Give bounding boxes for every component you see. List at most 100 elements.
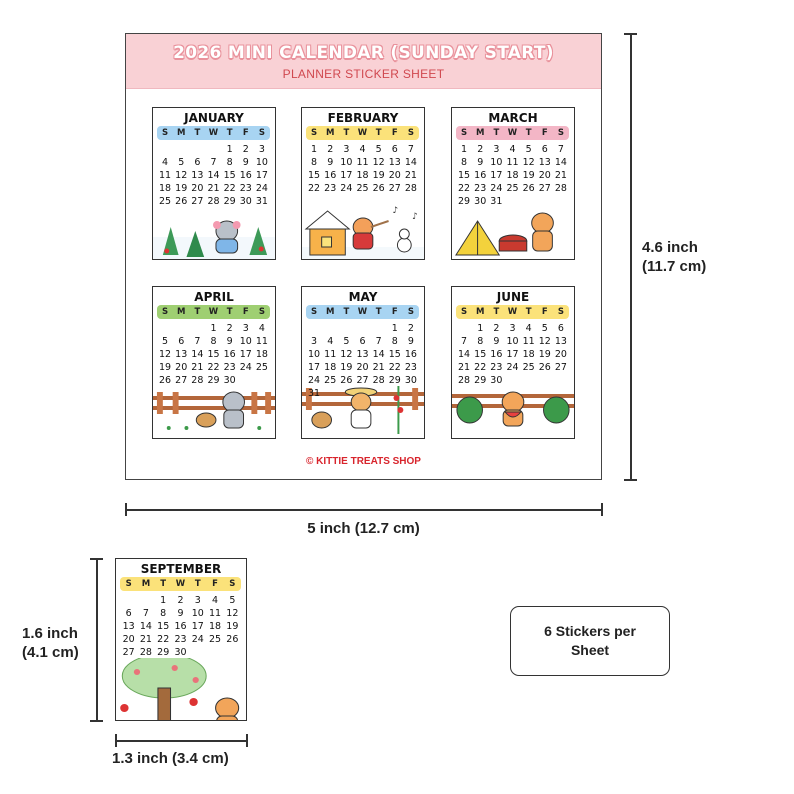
date-cell: 15 (157, 621, 170, 632)
date-cell: 13 (388, 157, 401, 168)
date-cell: 5 (178, 157, 185, 168)
empty-cell (173, 143, 189, 156)
weekday-label: S (229, 579, 236, 589)
date-cell: 14 (191, 349, 204, 360)
empty-cell (354, 322, 370, 335)
weekday-label: W (208, 307, 219, 317)
date-cell: 13 (356, 349, 369, 360)
date-cell: 28 (554, 183, 567, 194)
empty-cell (371, 322, 387, 335)
date-cell: 26 (522, 183, 535, 194)
date-cell: 16 (223, 349, 236, 360)
sticker-height-tick-top (90, 558, 103, 560)
apple-tree-cat-icon (120, 653, 240, 720)
date-cell: 15 (223, 170, 236, 181)
date-cell: 23 (490, 362, 503, 373)
date-cell: 27 (388, 183, 401, 194)
date-cell: 9 (226, 336, 233, 347)
date-cell: 14 (139, 621, 152, 632)
date-cell: 25 (522, 362, 535, 373)
date-cell: 10 (255, 157, 268, 168)
date-cell: 15 (388, 349, 401, 360)
date-cell: 26 (340, 375, 353, 386)
date-cell: 31 (308, 388, 321, 399)
date-cell: 25 (356, 183, 369, 194)
empty-cell (205, 143, 221, 156)
date-cell: 24 (340, 183, 353, 194)
date-cell: 19 (372, 170, 385, 181)
date-cell: 27 (538, 183, 551, 194)
date-cell: 12 (538, 336, 551, 347)
date-cell: 11 (324, 349, 337, 360)
date-cell: 14 (404, 157, 417, 168)
date-cell: 16 (239, 170, 252, 181)
date-cell: 24 (490, 183, 503, 194)
date-cell: 6 (359, 336, 366, 347)
weekday-label: T (194, 128, 201, 138)
date-cell: 19 (159, 362, 172, 373)
weekday-label: S (258, 307, 265, 317)
date-cell: 2 (407, 323, 414, 334)
sheet-title: 2026 MINI CALENDAR (SUNDAY START) (173, 43, 554, 63)
date-cell: 3 (242, 323, 249, 334)
date-cell: 19 (538, 349, 551, 360)
date-cell: 4 (525, 323, 532, 334)
date-cell: 12 (175, 170, 188, 181)
date-cell: 10 (340, 157, 353, 168)
empty-cell (137, 594, 154, 607)
date-cell: 25 (324, 375, 337, 386)
weekday-label: W (507, 307, 518, 317)
date-cell: 24 (255, 183, 268, 194)
date-cell: 2 (226, 323, 233, 334)
weekday-label: S (461, 128, 468, 138)
date-cell: 21 (139, 634, 152, 645)
date-cell: 9 (242, 157, 249, 168)
date-cell: 19 (340, 362, 353, 373)
date-cell: 16 (174, 621, 187, 632)
cabin-flute-cat-icon: ♪♪ (302, 206, 424, 259)
straw-hat-cat-icon (302, 386, 424, 434)
date-cell: 31 (490, 196, 503, 207)
date-cell: 30 (474, 196, 487, 207)
date-cell: 23 (404, 362, 417, 373)
stickers-per-sheet-badge: 6 Stickers per Sheet (510, 606, 670, 676)
date-cell: 12 (340, 349, 353, 360)
date-cell: 3 (343, 144, 350, 155)
month-name: MAY (348, 290, 378, 304)
date-cell: 30 (223, 375, 236, 386)
date-cell: 7 (375, 336, 382, 347)
date-cell: 17 (490, 170, 503, 181)
date-cell: 9 (493, 336, 500, 347)
date-cell: 15 (474, 349, 487, 360)
date-cell: 30 (174, 647, 187, 658)
date-cell: 28 (458, 375, 471, 386)
empty-cell (120, 594, 137, 607)
date-cell: 9 (407, 336, 414, 347)
date-cell: 24 (239, 362, 252, 373)
date-cell: 24 (308, 375, 321, 386)
empty-cell (456, 322, 472, 335)
date-cell: 9 (177, 608, 184, 619)
date-cell: 6 (391, 144, 398, 155)
svg-text:♪: ♪ (393, 206, 399, 216)
date-cell: 20 (122, 634, 135, 645)
weekday-label: T (226, 307, 233, 317)
date-cell: 3 (493, 144, 500, 155)
weekday-label: S (162, 307, 169, 317)
date-cell: 10 (191, 608, 204, 619)
date-cell: 20 (356, 362, 369, 373)
weekday-label: S (557, 307, 564, 317)
empty-cell (322, 322, 338, 335)
weekday-label: M (141, 579, 151, 589)
date-cell: 20 (538, 170, 551, 181)
date-cell: 1 (226, 144, 233, 155)
date-cell: 13 (191, 170, 204, 181)
date-cell: 17 (255, 170, 268, 181)
date-cell: 29 (474, 375, 487, 386)
date-cell: 1 (210, 323, 217, 334)
